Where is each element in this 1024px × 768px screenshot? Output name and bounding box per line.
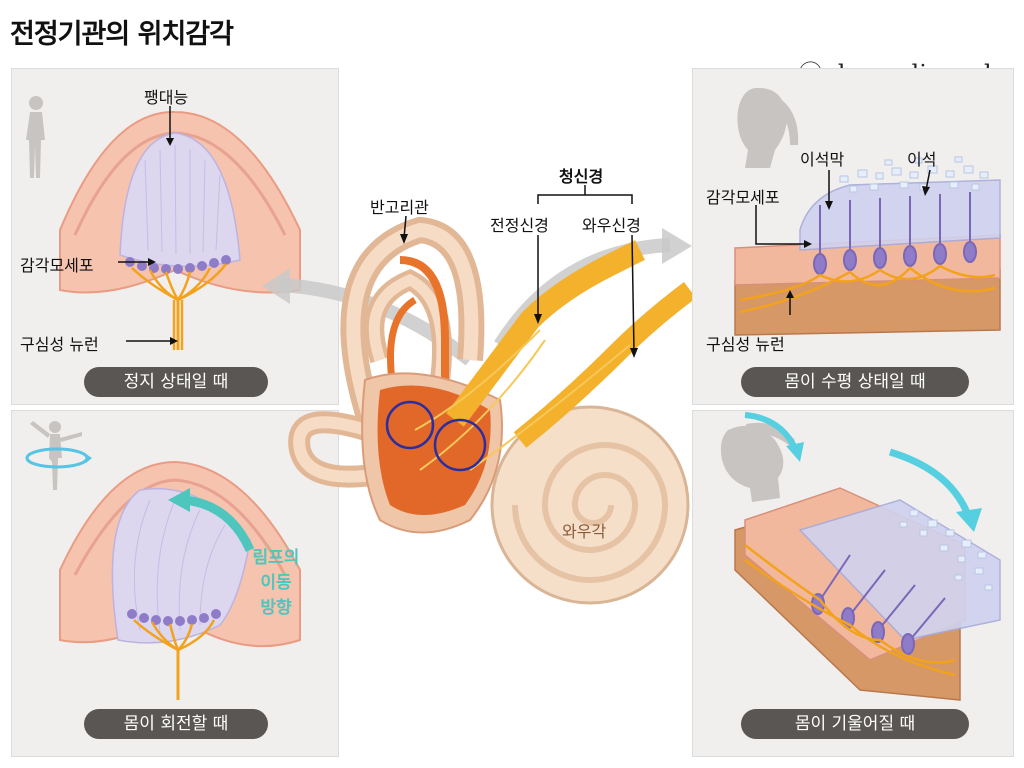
label-vestibular-nerve: 전정신경 xyxy=(490,216,549,235)
label-hair-cell-right: 감각모세포 xyxy=(706,188,780,207)
label-cupula: 팽대능 xyxy=(144,88,189,107)
label-otolith-membrane: 이석막 xyxy=(800,150,845,169)
label-hair-cell-left: 감각모세포 xyxy=(20,256,94,275)
caption-left-top: 정지 상태일 때 xyxy=(84,367,268,397)
arrow-to-right-panel xyxy=(494,238,671,349)
label-cochlea: 와우각 xyxy=(562,522,607,541)
caption-right-bottom: 몸이 기울어질 때 xyxy=(741,709,969,739)
lymph-line-1: 림프의 xyxy=(252,548,300,568)
vestibular-nerve xyxy=(446,240,645,427)
bracket-hearing-nerve xyxy=(537,194,633,204)
cochlea xyxy=(490,405,690,605)
label-otolith: 이석 xyxy=(907,150,937,169)
cochlear-nerve xyxy=(513,282,697,448)
ampulla-highlight-circle xyxy=(385,400,435,450)
label-semicircular-canal: 반고리관 xyxy=(370,198,429,217)
label-neuron-left: 구심성 뉴런 xyxy=(20,335,99,354)
semicircular-canal-1 xyxy=(340,216,485,424)
label-hearing-nerve-group: 청신경 xyxy=(559,167,604,186)
lymph-line-2: 이동 xyxy=(260,573,292,593)
caption-right-top: 몸이 수평 상태일 때 xyxy=(741,367,969,397)
caption-left-bottom: 몸이 회전할 때 xyxy=(84,709,268,739)
lymph-line-3: 방향 xyxy=(260,598,292,618)
page-title: 전정기관의 위치감각 xyxy=(10,19,234,50)
label-cochlear-nerve: 와우신경 xyxy=(582,216,641,235)
semicircular-canal-3 xyxy=(364,269,452,382)
otolith-highlight-circle xyxy=(433,418,487,472)
label-neuron-right: 구심성 뉴런 xyxy=(706,335,785,354)
vestibule xyxy=(361,372,503,534)
lymph-direction-label: 림프의 이동 방향 xyxy=(236,546,316,621)
panel-right-bottom xyxy=(692,410,1014,757)
